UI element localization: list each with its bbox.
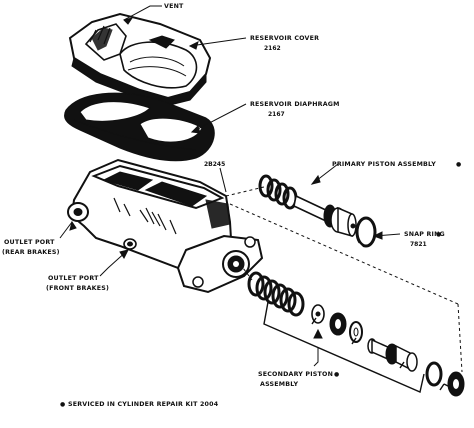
label-reservoir-diaphragm: RESERVOIR DIAPHRAGM: [250, 101, 340, 108]
label-body-num: 2B245: [204, 161, 225, 168]
label-reservoir-cover-num: 2162: [264, 45, 281, 52]
label-snap-ring-num: 7821: [410, 241, 427, 248]
label-snap-ring: SNAP RING: [404, 231, 445, 238]
alignment-lines: [225, 185, 463, 373]
label-footnote: SERVICED IN CYLINDER REPAIR KIT 2004: [68, 401, 219, 408]
bullet-footnote: ●: [60, 401, 65, 408]
label-outlet-rear-1: OUTLET PORT: [4, 239, 55, 246]
label-reservoir-diaphragm-num: 2167: [268, 111, 285, 118]
labels: VENT RESERVOIR COVER 2162 RESERVOIR DIAP…: [2, 3, 461, 408]
reservoir-cover: [68, 12, 212, 107]
label-primary-piston: PRIMARY PISTON ASSEMBLY: [332, 161, 436, 168]
master-cylinder-body: [67, 158, 264, 294]
label-secondary-piston-1: SECONDARY PISTON: [258, 371, 333, 378]
bullet-primary: ●: [456, 161, 461, 168]
primary-piston-assembly: [258, 174, 357, 237]
label-outlet-front-1: OUTLET PORT: [48, 275, 99, 282]
arrowheads: [69, 17, 383, 339]
secondary-piston-parts: [247, 271, 465, 397]
label-outlet-front-2: (FRONT BRAKES): [46, 285, 109, 292]
label-reservoir-cover: RESERVOIR COVER: [250, 35, 319, 42]
bullet-secondary: ●: [334, 371, 339, 378]
reservoir-diaphragm: [64, 92, 215, 162]
secondary-bracket: [263, 301, 453, 393]
label-outlet-rear-2: (REAR BRAKES): [2, 249, 60, 256]
snap-ring: [355, 216, 377, 250]
bullet-snap: ●: [436, 231, 441, 238]
label-vent: VENT: [164, 3, 184, 10]
label-secondary-piston-2: ASSEMBLY: [260, 381, 298, 388]
